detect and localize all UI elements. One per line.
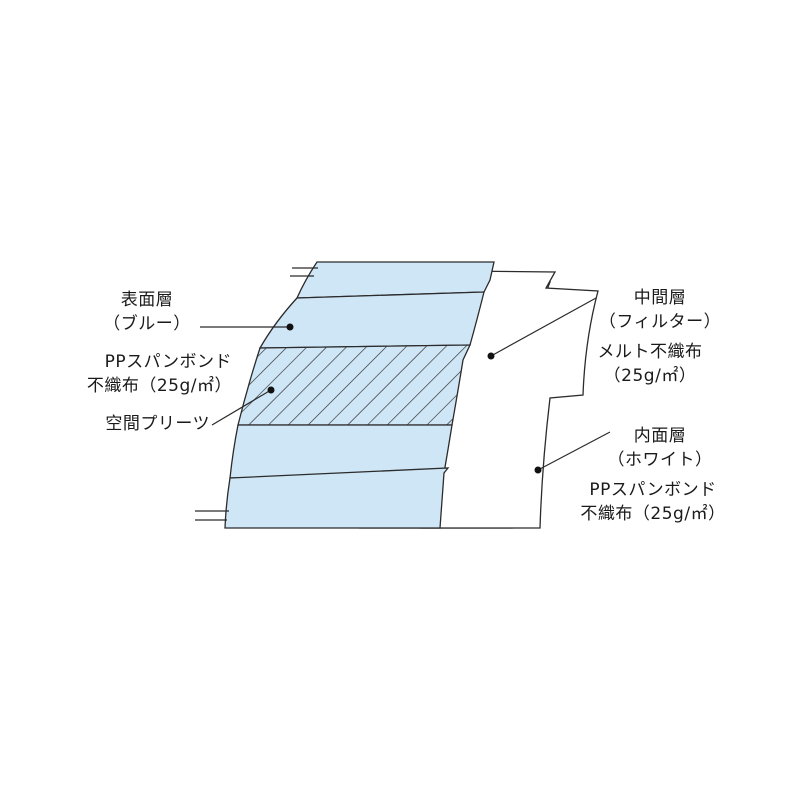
outer-layer-pleat-4 [224,467,450,529]
middle-layer-label: 中間層 （フィルター） [585,286,735,334]
inner-layer-name: 内面層 [633,426,687,446]
inner-layer-material-label: PPスパンボンド 不織布（25g/㎡） [548,478,758,526]
middle-layer-weight: （25g/㎡） [603,366,697,386]
outer-layer-label: 表面層 （ブルー） [72,288,222,336]
outer-layer-material: PPスパンボンド [104,352,232,372]
middle-layer-color: （フィルター） [598,312,722,332]
middle-layer-dot [487,352,495,360]
inner-layer-color: （ホワイト） [607,450,713,470]
outer-layer-pleat-2 [258,291,485,349]
outer-layer-name: 表面層 [120,290,174,310]
middle-layer-material: メルト不織布 [597,342,703,362]
outer-layer-weight: 不織布（25g/㎡） [86,376,232,396]
inner-layer-label: 内面層 （ホワイト） [585,424,735,472]
pleat-name: 空間プリーツ [105,414,210,434]
middle-layer-name: 中間層 [633,288,687,308]
middle-layer-material-label: メルト不織布 （25g/㎡） [565,340,735,388]
outer-layer-color: （ブルー） [103,314,191,334]
inner-layer-weight: 不織布（25g/㎡） [580,504,726,524]
middle-layer-leader [490,297,597,357]
pleat-dot [267,386,275,394]
hatched-pleat-lines [238,345,470,425]
outer-layer-material-label: PPスパンボンド 不織布（25g/㎡） [40,350,232,398]
pleat-leader [211,389,272,426]
inner-layer-leader [537,431,611,471]
pleat-label: 空間プリーツ [40,412,210,436]
inner-layer-material: PPスパンボンド [589,480,717,500]
outer-layer-dot [286,323,294,331]
inner-layer-dot [534,466,542,474]
